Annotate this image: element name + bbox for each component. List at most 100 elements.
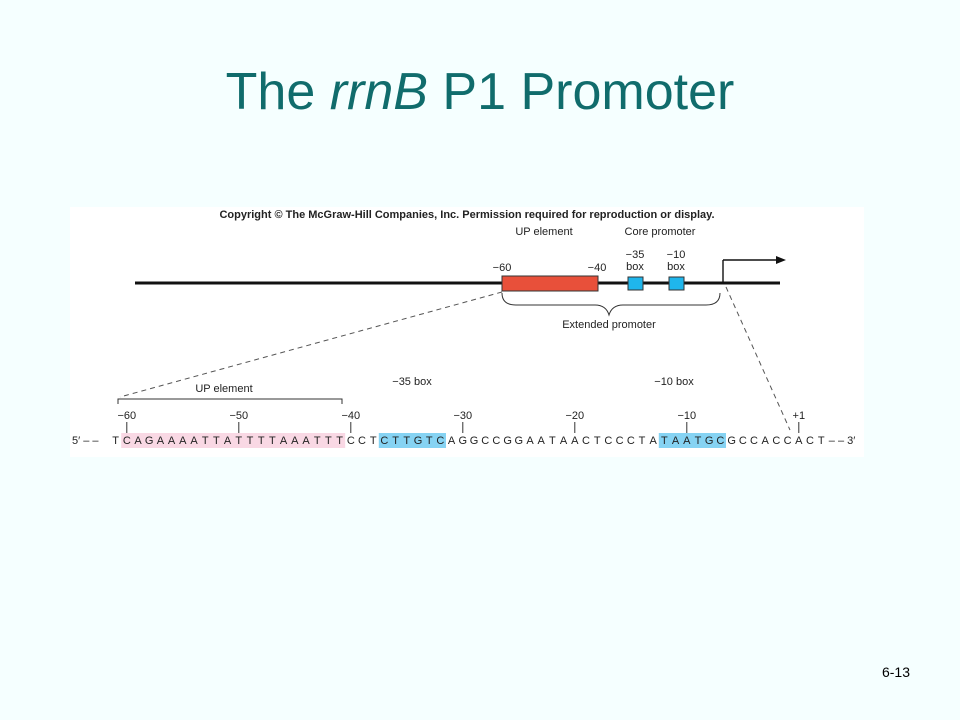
ruler-label: +1	[793, 410, 806, 422]
sequence-base: A	[795, 435, 803, 447]
minus35-box-word: box	[626, 261, 644, 273]
sequence-base: G	[414, 435, 423, 447]
sequence-base: C	[616, 435, 624, 447]
sequence-base: A	[280, 435, 288, 447]
sequence-base: T	[639, 435, 646, 447]
sequence-base: T	[235, 435, 242, 447]
sequence-base: A	[134, 435, 142, 447]
sequence-base: T	[112, 435, 119, 447]
sequence-base: C	[806, 435, 814, 447]
slide-title: The rrnB P1 Promoter	[0, 52, 960, 132]
sequence-base: A	[302, 435, 310, 447]
sequence-base: G	[515, 435, 524, 447]
sequence-base: C	[436, 435, 444, 447]
minus35-box-label-bottom: −35 box	[392, 376, 432, 388]
sequence-base: C	[772, 435, 780, 447]
minus35-number-label: −35	[626, 249, 645, 261]
minus35-box	[627, 276, 644, 291]
five-prime-label: 5′ – –	[72, 435, 99, 447]
sequence-base: G	[503, 435, 512, 447]
sequence-base: A	[224, 435, 232, 447]
up-element-bracket	[117, 398, 343, 404]
sequence-base: G	[727, 435, 736, 447]
slide-number: 6-13	[881, 664, 910, 680]
sequence-base: T	[247, 435, 254, 447]
sequence-base: C	[784, 435, 792, 447]
up-element-label-top: UP element	[515, 226, 572, 238]
sequence-base: T	[661, 435, 668, 447]
minus10-box-label-bottom: −10 box	[654, 376, 694, 388]
sequence-base: G	[459, 435, 468, 447]
extended-promoter-brace	[501, 292, 721, 317]
sequence-base: T	[695, 435, 702, 447]
up-element-highlight	[121, 433, 346, 448]
sequence-base: C	[123, 435, 131, 447]
promoter-diagram: Copyright © The McGraw-Hill Companies, I…	[72, 209, 855, 448]
ruler-label: −40	[341, 410, 360, 422]
minus10-highlight	[658, 433, 726, 448]
minus10-box-word: box	[667, 261, 685, 273]
ruler-label: −30	[453, 410, 472, 422]
sequence-base: C	[481, 435, 489, 447]
sequence-base: A	[683, 435, 691, 447]
sequence-base: A	[526, 435, 534, 447]
sequence-base: C	[716, 435, 724, 447]
minus35-highlight	[378, 433, 446, 448]
sequence-base: C	[627, 435, 635, 447]
ruler-label: −50	[229, 410, 248, 422]
sequence-base: T	[325, 435, 332, 447]
sequence-base: T	[258, 435, 265, 447]
sequence-base: T	[213, 435, 220, 447]
sequence-base: C	[347, 435, 355, 447]
sequence-base: T	[269, 435, 276, 447]
extended-promoter-label: Extended promoter	[562, 319, 656, 331]
promoter-figure: Copyright © The McGraw-Hill Companies, I…	[70, 207, 864, 457]
position-minus60-label: −60	[493, 262, 512, 274]
sequence-base: A	[650, 435, 658, 447]
zoom-line-right	[725, 286, 791, 431]
sequence-base: A	[190, 435, 198, 447]
up-element-label-bottom: UP element	[195, 383, 252, 395]
sequence-base: T	[403, 435, 410, 447]
sequence-base: C	[358, 435, 366, 447]
position-minus40-label: −40	[588, 262, 607, 274]
sequence-base: A	[168, 435, 176, 447]
sequence-base: A	[672, 435, 680, 447]
sequence-base: T	[336, 435, 343, 447]
transcription-start-arrow-icon	[722, 256, 786, 283]
minus10-box	[668, 276, 685, 291]
zoom-line-left	[119, 291, 503, 398]
title-gene-name: rrnB	[329, 63, 428, 121]
sequence-base: C	[750, 435, 758, 447]
sequence-base: T	[370, 435, 377, 447]
sequence-base: G	[705, 435, 714, 447]
three-prime-label: – – 3′	[829, 435, 856, 447]
sequence-base: G	[145, 435, 154, 447]
sequence-base: T	[549, 435, 556, 447]
sequence-base: G	[470, 435, 479, 447]
sequence-base: T	[426, 435, 433, 447]
sequence-base: C	[380, 435, 388, 447]
core-promoter-label: Core promoter	[625, 226, 696, 238]
sequence-base: T	[392, 435, 399, 447]
sequence-base: T	[818, 435, 825, 447]
sequence-base: T	[314, 435, 321, 447]
up-element-box	[501, 275, 599, 292]
ruler-label: −20	[565, 410, 584, 422]
sequence-base: C	[582, 435, 590, 447]
sequence-base: A	[448, 435, 456, 447]
sequence-base: A	[291, 435, 299, 447]
ruler-label: −10	[677, 410, 696, 422]
ruler-label: −60	[117, 410, 136, 422]
sequence-base: A	[762, 435, 770, 447]
title-suffix: P1 Promoter	[427, 63, 735, 121]
sequence-base: A	[179, 435, 187, 447]
sequence-base: A	[571, 435, 579, 447]
sequence-base: C	[492, 435, 500, 447]
title-prefix: The	[225, 63, 330, 121]
minus10-number-label: −10	[667, 249, 686, 261]
sequence-base: T	[202, 435, 209, 447]
sequence-base: A	[560, 435, 568, 447]
sequence-base: T	[594, 435, 601, 447]
